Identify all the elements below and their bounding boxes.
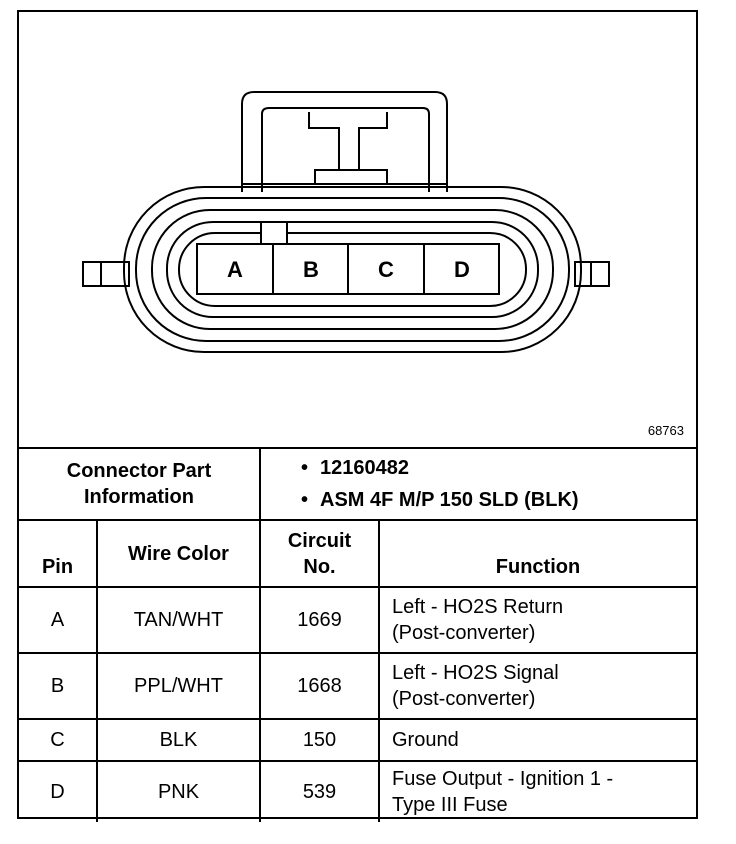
wire-color-cell: BLK — [96, 718, 261, 762]
header-circuit-no: Circuit No. — [259, 519, 380, 588]
housing-shell — [135, 197, 570, 342]
wire-color-cell: PNK — [96, 760, 261, 822]
circuit-cell: 1668 — [259, 652, 380, 720]
locking-tab — [241, 91, 448, 192]
table-row: A TAN/WHT 1669 Left - HO2S Return (Post-… — [19, 586, 697, 654]
connector-sheet: A B C D 68763 Connector Part Information… — [17, 10, 698, 822]
connector-info-values: 12160482 ASM 4F M/P 150 SLD (BLK) — [258, 447, 697, 521]
pin-letter-b: B — [303, 257, 319, 282]
left-ear — [82, 261, 130, 287]
pin-letter-a: A — [227, 257, 243, 282]
housing-ring — [151, 209, 554, 330]
circuit-cell: 1669 — [259, 586, 380, 654]
circuit-cell: 150 — [259, 718, 380, 762]
circuit-cell: 539 — [259, 760, 380, 822]
pin-letter-d: D — [454, 257, 470, 282]
locking-tab-base — [314, 169, 388, 185]
function-cell: Left - HO2S Return (Post-converter) — [377, 586, 697, 654]
connector-drawing: A B C D — [82, 91, 610, 353]
locking-tab-tee — [308, 112, 388, 171]
function-cell: Fuse Output - Ignition 1 - Type III Fuse — [377, 760, 697, 822]
table-row: C BLK 150 Ground — [19, 718, 697, 762]
header-row: Pin Wire Color Circuit No. Function — [19, 519, 697, 588]
pin-cell: C — [19, 718, 98, 762]
pin-cell: B — [19, 652, 98, 720]
wire-color-cell: TAN/WHT — [96, 586, 261, 654]
header-pin: Pin — [19, 519, 98, 588]
connector-info-label: Connector Part Information — [19, 447, 261, 521]
housing-seal — [166, 221, 539, 318]
housing-inner — [178, 232, 527, 307]
table-row: D PNK 539 Fuse Output - Ignition 1 - Typ… — [19, 760, 697, 822]
pinout-table: Connector Part Information 12160482 ASM … — [19, 447, 697, 822]
polarity-key — [260, 221, 288, 245]
housing-outer — [123, 186, 582, 353]
pin-cell: D — [19, 760, 98, 822]
function-cell: Ground — [377, 718, 697, 762]
part-description: ASM 4F M/P 150 SLD (BLK) — [301, 484, 690, 516]
part-number: 12160482 — [301, 452, 690, 484]
connector-info-row: Connector Part Information 12160482 ASM … — [19, 447, 697, 521]
header-function: Function — [377, 519, 697, 588]
connector-diagram: A B C D 68763 — [19, 12, 696, 447]
pin-cell: A — [19, 586, 98, 654]
header-wire-color: Wire Color — [96, 519, 261, 588]
table-row: B PPL/WHT 1668 Left - HO2S Signal (Post-… — [19, 652, 697, 720]
function-cell: Left - HO2S Signal (Post-converter) — [377, 652, 697, 720]
wire-color-cell: PPL/WHT — [96, 652, 261, 720]
locking-tab-inner — [261, 107, 430, 192]
pin-letter-c: C — [378, 257, 394, 282]
figure-code: 68763 — [647, 423, 684, 438]
